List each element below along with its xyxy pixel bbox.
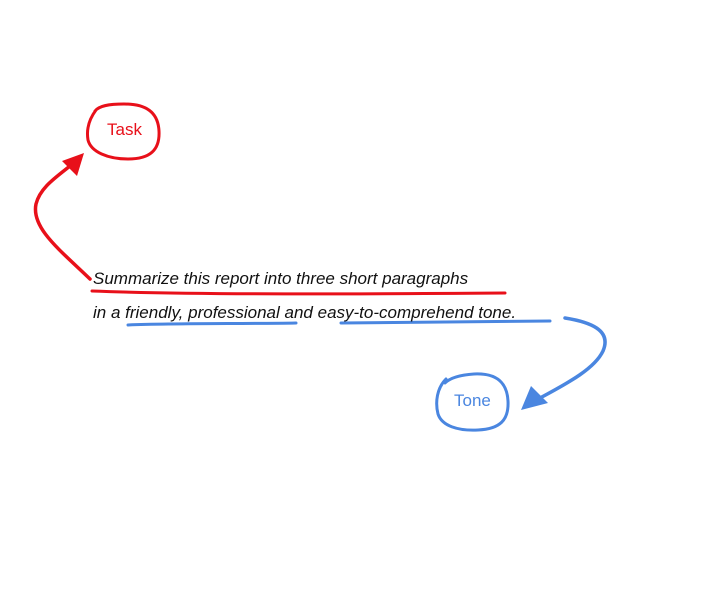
- prompt-line2-suffix: .: [511, 303, 517, 322]
- task-arrow-line: [33, 164, 92, 281]
- tone-arrow-line: [538, 316, 607, 400]
- tone-underline-easy: [339, 319, 552, 325]
- tone-underline-friendly: [126, 321, 298, 327]
- tone-bubble: [435, 372, 510, 432]
- prompt-line2-prefix: in a: [93, 303, 126, 322]
- task-label: Task: [107, 120, 142, 139]
- tone-label: Tone: [454, 391, 491, 410]
- prompt-line2-mid: and: [279, 303, 318, 322]
- tone-arrow-head: [521, 386, 548, 410]
- prompt-line-2: in a friendly, professional and easy-to-…: [93, 304, 516, 321]
- prompt-easy-phrase: easy-to-comprehend tone: [317, 303, 512, 322]
- task-bubble: [86, 102, 161, 161]
- task-underline: [90, 289, 507, 296]
- prompt-friendly-phrase: friendly, professional: [125, 303, 280, 322]
- prompt-line-1: Summarize this report into three short p…: [93, 269, 469, 288]
- task-arrow-head: [62, 153, 84, 176]
